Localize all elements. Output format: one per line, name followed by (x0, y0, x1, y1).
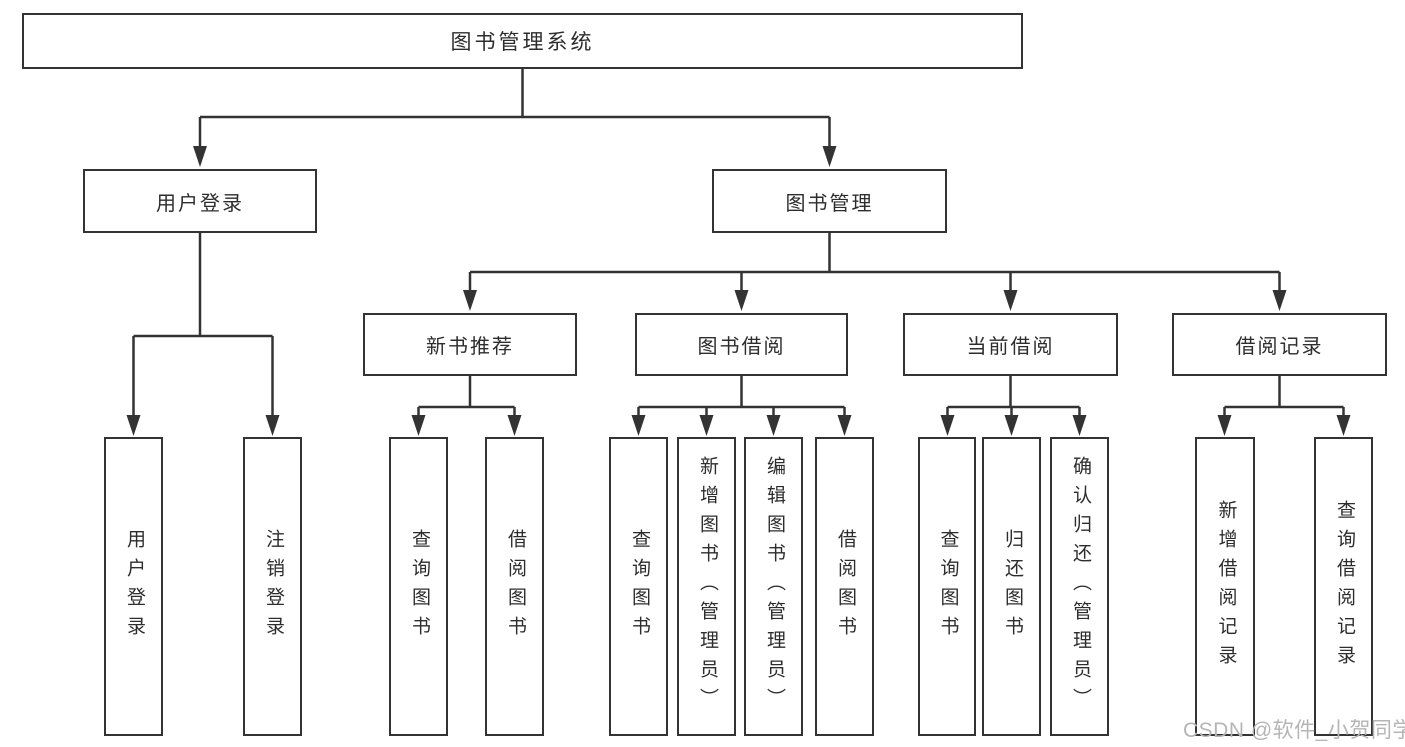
node-label: 图书管理 (785, 192, 874, 215)
node-label: 查询图书 (408, 528, 430, 645)
node-label: 借阅记录 (1235, 336, 1324, 358)
leaf-edit-books-admin: 编辑图书（管理员） (744, 437, 803, 736)
leaf-confirm-return-admin: 确认归还（管理员） (1050, 437, 1109, 736)
node-label: 编辑图书（管理员） (763, 456, 785, 717)
leaf-add-borrow-record: 新增借阅记录 (1195, 437, 1255, 736)
leaf-return-books: 归还图书 (982, 437, 1041, 736)
node-label: 新增图书（管理员） (696, 456, 718, 717)
node-label: 查询图书 (937, 528, 959, 645)
node-label: 借阅图书 (504, 528, 526, 645)
node-book-borrowing: 图书借阅 (635, 313, 848, 376)
node-label: 归还图书 (1001, 528, 1023, 645)
leaf-query-books-recommend: 查询图书 (389, 437, 448, 736)
leaf-borrow-books: 借阅图书 (815, 437, 874, 736)
node-label: 图书借阅 (697, 336, 786, 358)
node-label: 确认归还（管理员） (1069, 456, 1091, 717)
node-label: 查询图书 (628, 528, 650, 645)
node-borrowing-records: 借阅记录 (1172, 313, 1387, 376)
node-current-borrowing: 当前借阅 (903, 313, 1118, 376)
node-label: 新书推荐 (426, 336, 514, 358)
node-label: 用户登录 (123, 528, 145, 645)
node-label: 新增借阅记录 (1215, 499, 1237, 674)
node-book-management: 图书管理 (712, 169, 947, 233)
leaf-query-borrow-record: 查询借阅记录 (1314, 437, 1373, 736)
node-label: 当前借阅 (966, 336, 1055, 358)
node-label: 借阅图书 (834, 528, 856, 645)
node-library-system: 图书管理系统 (22, 13, 1023, 69)
csdn-watermark: CSDN @软件_小贺同学 (1183, 719, 1405, 742)
leaf-user-login: 用户登录 (104, 437, 163, 736)
leaf-add-books-admin: 新增图书（管理员） (677, 437, 736, 736)
leaf-borrow-books-recommend: 借阅图书 (485, 437, 544, 736)
node-new-book-recommend: 新书推荐 (363, 313, 577, 376)
leaf-query-books-borrowing: 查询图书 (609, 437, 668, 736)
leaf-logout: 注销登录 (243, 437, 302, 736)
node-label: 用户登录 (156, 192, 244, 215)
node-label: 图书管理系统 (450, 31, 595, 54)
node-label: 查询借阅记录 (1333, 499, 1355, 674)
node-label: 注销登录 (262, 528, 284, 645)
node-user-login: 用户登录 (83, 169, 317, 233)
leaf-query-books-current: 查询图书 (918, 437, 976, 736)
